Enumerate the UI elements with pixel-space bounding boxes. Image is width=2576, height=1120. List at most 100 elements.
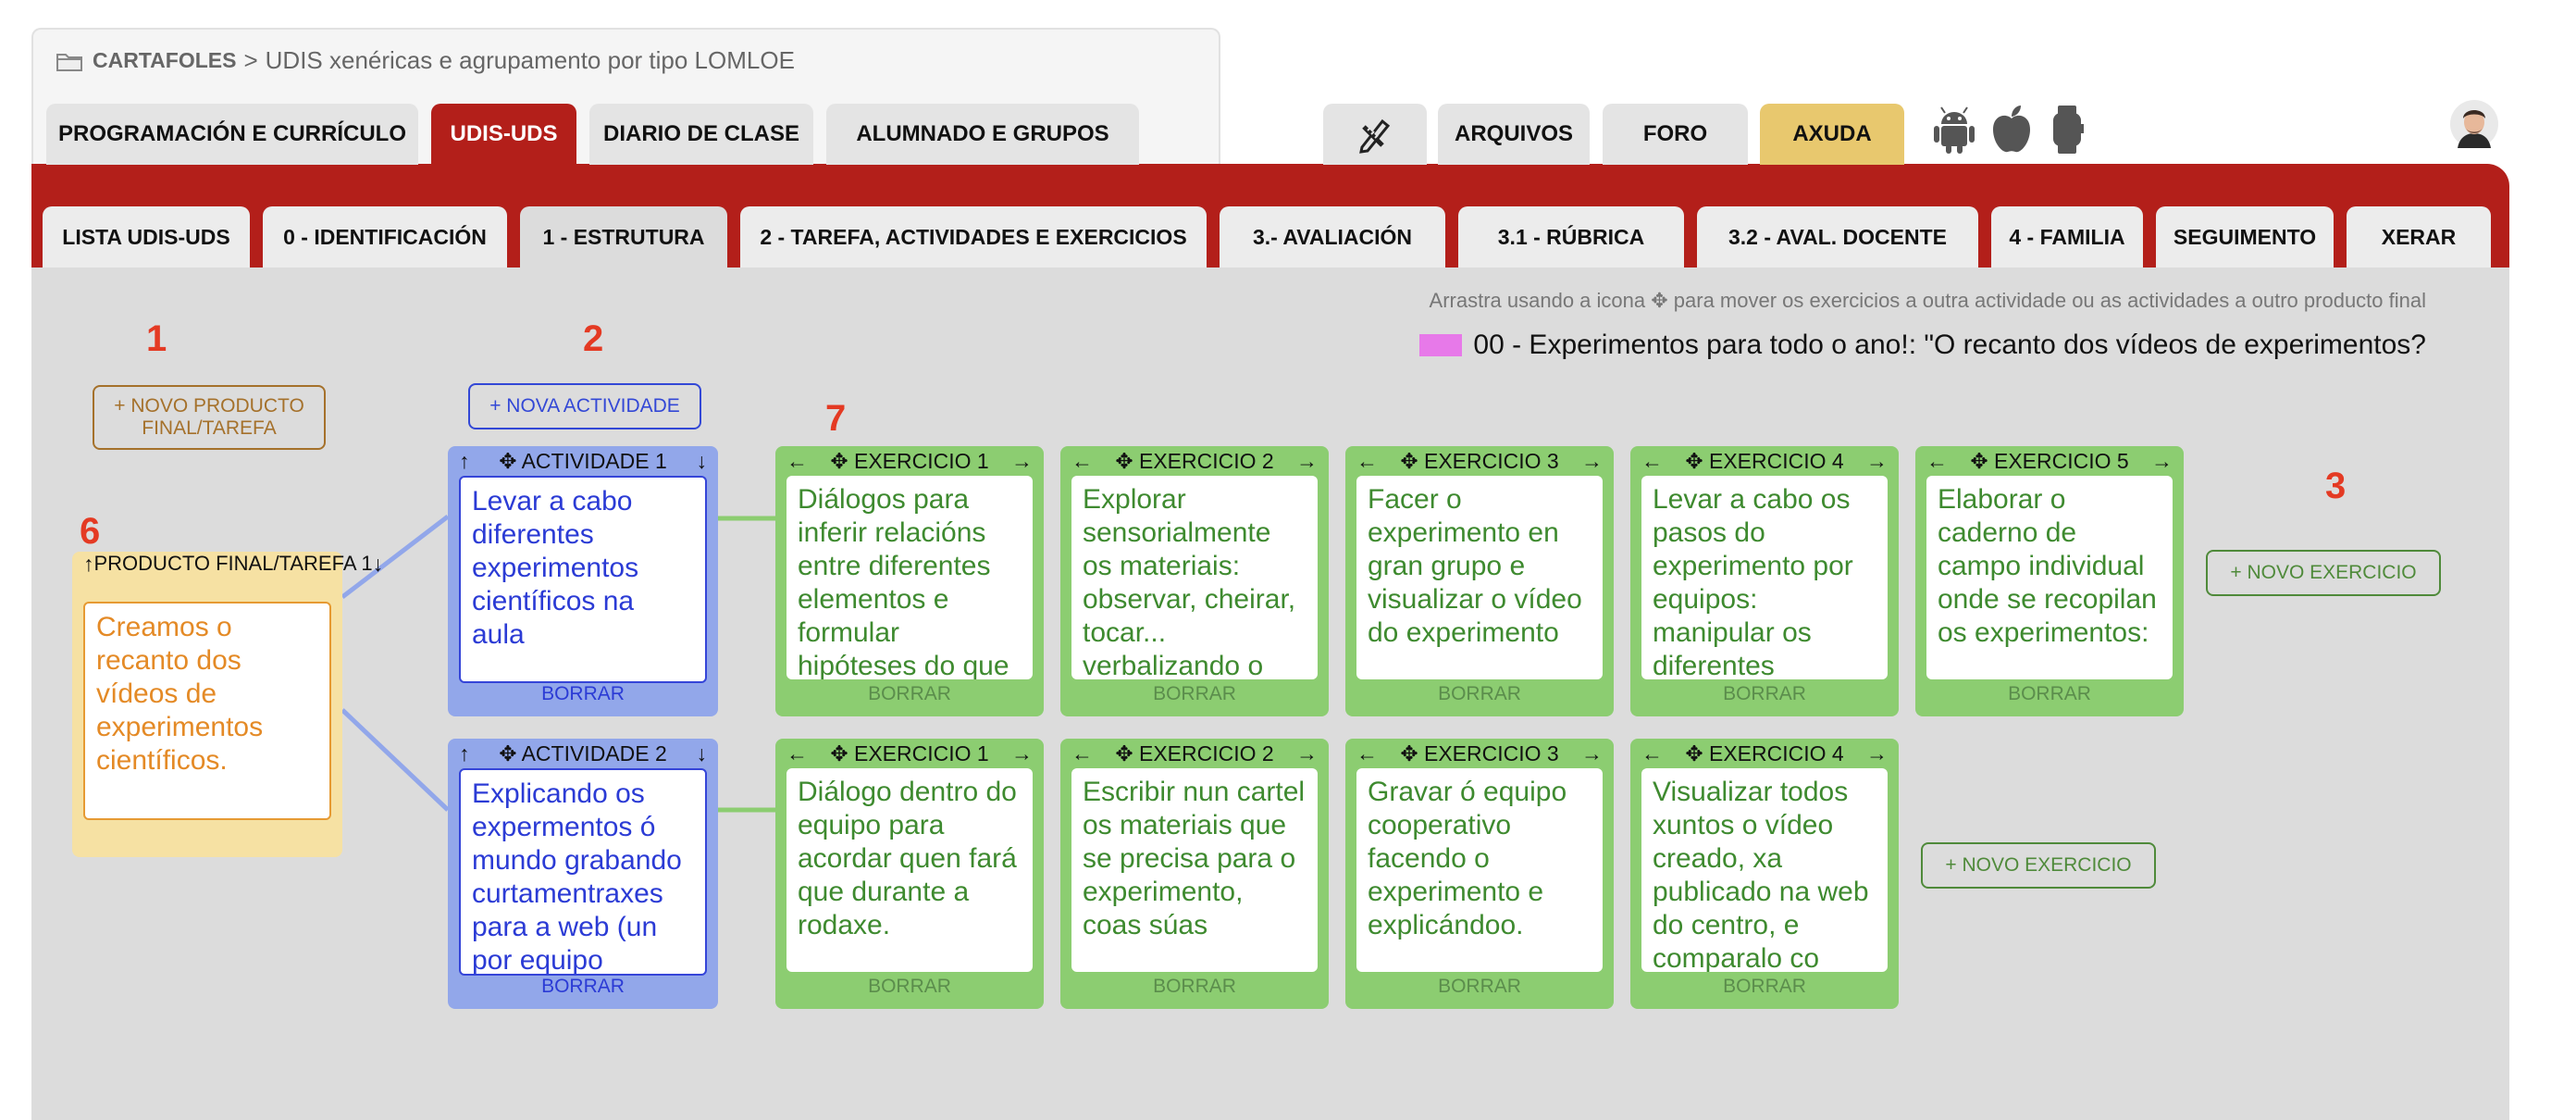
move-down-arrow[interactable]: ↓ [696,448,708,473]
delete-activity-button[interactable]: BORRAR [541,683,625,704]
exercise-text[interactable]: Levar a cabo os pasos do experimento por… [1641,476,1888,679]
new-exercise-button-1[interactable]: + NOVO EXERCICIO [2206,550,2441,596]
delete-activity-button[interactable]: BORRAR [541,976,625,997]
delete-exercise-button[interactable]: BORRAR [1153,976,1236,997]
exercise-card[interactable]: ← ✥ EXERCICIO 2 → Explorar sensorialment… [1060,446,1329,716]
tab-axuda[interactable]: AXUDA [1760,104,1904,165]
subtab-estrutura[interactable]: 1 - ESTRUTURA [520,206,727,268]
exercise-title[interactable]: ✥ EXERCICIO 3 [1400,448,1559,473]
exercise-text[interactable]: Escribir nun cartel os materiais que se … [1071,768,1318,972]
delete-exercise-button[interactable]: BORRAR [868,976,951,997]
activity-text[interactable]: Levar a cabo diferentes experimentos cie… [459,476,707,683]
subtab-tarefa-actividades[interactable]: 2 - TAREFA, ACTIVIDADES E EXERCICIOS [740,206,1207,268]
delete-exercise-button[interactable]: BORRAR [1153,683,1236,704]
apple-icon[interactable] [1989,102,2034,156]
move-left-arrow[interactable]: ← [1356,448,1378,473]
exercise-card[interactable]: ← ✥ EXERCICIO 1 → Diálogo dentro do equi… [775,739,1044,1009]
tool-tab-pencil[interactable] [1323,104,1427,165]
exercise-text[interactable]: Elaborar o caderno de campo individual o… [1926,476,2173,679]
delete-exercise-button[interactable]: BORRAR [1723,976,1806,997]
tab-alumnado-e-grupos[interactable]: ALUMNADO E GRUPOS [826,104,1139,165]
subtab-lista-udis[interactable]: LISTA UDIS-UDS [43,206,250,268]
exercise-text[interactable]: Diálogos para inferir relacións entre di… [786,476,1033,679]
exercise-card[interactable]: ← ✥ EXERCICIO 2 → Escribir nun cartel os… [1060,739,1329,1009]
exercise-card[interactable]: ← ✥ EXERCICIO 3 → Facer o experimento en… [1345,446,1614,716]
activity-title[interactable]: ✥ ACTIVIDADE 1 [499,448,667,473]
exercise-title[interactable]: ✥ EXERCICIO 4 [1685,740,1844,765]
new-exercise-button-2[interactable]: + NOVO EXERCICIO [1921,842,2156,889]
move-right-arrow[interactable]: → [1866,448,1888,473]
exercise-card[interactable]: ← ✥ EXERCICIO 4 → Visualizar todos xunto… [1630,739,1899,1009]
move-left-arrow[interactable]: ← [1641,740,1663,765]
move-down-arrow[interactable]: ↓ [372,552,384,576]
avatar[interactable] [2450,100,2498,148]
activity-title[interactable]: ✥ ACTIVIDADE 2 [499,740,667,765]
exercise-card[interactable]: ← ✥ EXERCICIO 5 → Elaborar o caderno de … [1915,446,2184,716]
annotation-2: 2 [583,318,604,359]
exercise-card[interactable]: ← ✥ EXERCICIO 3 → Gravar ó equipo cooper… [1345,739,1614,1009]
subtab-aval-docente[interactable]: 3.2 - AVAL. DOCENTE [1697,206,1978,268]
tab-udis-uds[interactable]: UDIS-UDS [431,104,576,165]
activity-card-1[interactable]: ↑ ✥ ACTIVIDADE 1 ↓ Levar a cabo diferent… [448,446,718,716]
move-left-arrow[interactable]: ← [1356,740,1378,765]
android-icon[interactable] [1932,104,1976,156]
exercise-text[interactable]: Explorar sensorialmente os materiais: ob… [1071,476,1318,679]
move-right-arrow[interactable]: → [2151,448,2173,473]
delete-exercise-button[interactable]: BORRAR [1438,976,1521,997]
watch-icon[interactable] [2050,104,2084,156]
move-right-arrow[interactable]: → [1866,740,1888,765]
subtab-xerar[interactable]: XERAR [2347,206,2491,268]
delete-exercise-button[interactable]: BORRAR [2008,683,2091,704]
move-left-arrow[interactable]: ← [786,740,808,765]
move-up-arrow[interactable]: ↑ [459,740,470,765]
move-up-arrow[interactable]: ↑ [459,448,470,473]
activity-text[interactable]: Explicando os expermentos ó mundo graban… [459,768,707,976]
move-right-arrow[interactable]: → [1296,740,1318,765]
subtab-avaliacion[interactable]: 3.- AVALIACIÓN [1220,206,1445,268]
delete-exercise-button[interactable]: BORRAR [868,683,951,704]
move-left-arrow[interactable]: ← [1926,448,1948,473]
pencil-ruler-icon [1359,118,1391,154]
new-activity-button[interactable]: + NOVA ACTIVIDADE [468,383,701,429]
move-left-arrow[interactable]: ← [1641,448,1663,473]
exercise-card[interactable]: ← ✥ EXERCICIO 1 → Diálogos para inferir … [775,446,1044,716]
exercise-title[interactable]: ✥ EXERCICIO 1 [830,740,989,765]
exercise-title[interactable]: ✥ EXERCICIO 4 [1685,448,1844,473]
tab-foro[interactable]: FORO [1603,104,1748,165]
move-right-arrow[interactable]: → [1011,740,1033,765]
tab-arquivos[interactable]: ARQUIVOS [1438,104,1590,165]
tab-diario-de-clase[interactable]: DIARIO DE CLASE [589,104,813,165]
subtab-identificacion[interactable]: 0 - IDENTIFICACIÓN [263,206,507,268]
move-right-arrow[interactable]: → [1581,740,1603,765]
move-right-arrow[interactable]: → [1296,448,1318,473]
project-title: 00 - Experimentos para todo o ano!: "O r… [1419,330,2426,361]
delete-exercise-button[interactable]: BORRAR [1723,683,1806,704]
product-text[interactable]: Creamos o recanto dos vídeos de experime… [83,602,331,820]
tab-programacion[interactable]: PROGRAMACIÓN E CURRÍCULO [46,104,418,165]
exercise-text[interactable]: Facer o experimento en gran grupo e visu… [1356,476,1603,679]
exercise-card[interactable]: ← ✥ EXERCICIO 4 → Levar a cabo os pasos … [1630,446,1899,716]
exercise-text[interactable]: Gravar ó equipo cooperativo facendo o ex… [1356,768,1603,972]
move-right-arrow[interactable]: → [1011,448,1033,473]
move-left-arrow[interactable]: ← [786,448,808,473]
product-card[interactable]: ↑ PRODUCTO FINAL/TAREFA 1 ↓ Creamos o re… [72,552,383,857]
move-down-arrow[interactable]: ↓ [696,740,708,765]
activity-card-2[interactable]: ↑ ✥ ACTIVIDADE 2 ↓ Explicando os experme… [448,739,718,1009]
exercise-title[interactable]: ✥ EXERCICIO 2 [1115,740,1274,765]
delete-exercise-button[interactable]: BORRAR [1438,683,1521,704]
subtab-rubrica[interactable]: 3.1 - RÚBRICA [1458,206,1684,268]
move-up-arrow[interactable]: ↑ [83,552,94,576]
subtab-seguimento[interactable]: SEGUIMENTO [2156,206,2334,268]
subtab-familia[interactable]: 4 - FAMILIA [1991,206,2143,268]
exercise-title[interactable]: ✥ EXERCICIO 1 [830,448,989,473]
move-left-arrow[interactable]: ← [1071,448,1093,473]
breadcrumb-root[interactable]: CARTAFOLES [93,48,237,72]
new-product-button[interactable]: + NOVO PRODUCTO FINAL/TAREFA [93,385,326,450]
exercise-text[interactable]: Visualizar todos xuntos o vídeo creado, … [1641,768,1888,972]
move-right-arrow[interactable]: → [1581,448,1603,473]
exercise-title[interactable]: ✥ EXERCICIO 3 [1400,740,1559,765]
exercise-title[interactable]: ✥ EXERCICIO 2 [1115,448,1274,473]
exercise-title[interactable]: ✥ EXERCICIO 5 [1970,448,2129,473]
move-left-arrow[interactable]: ← [1071,740,1093,765]
exercise-text[interactable]: Diálogo dentro do equipo para acordar qu… [786,768,1033,972]
